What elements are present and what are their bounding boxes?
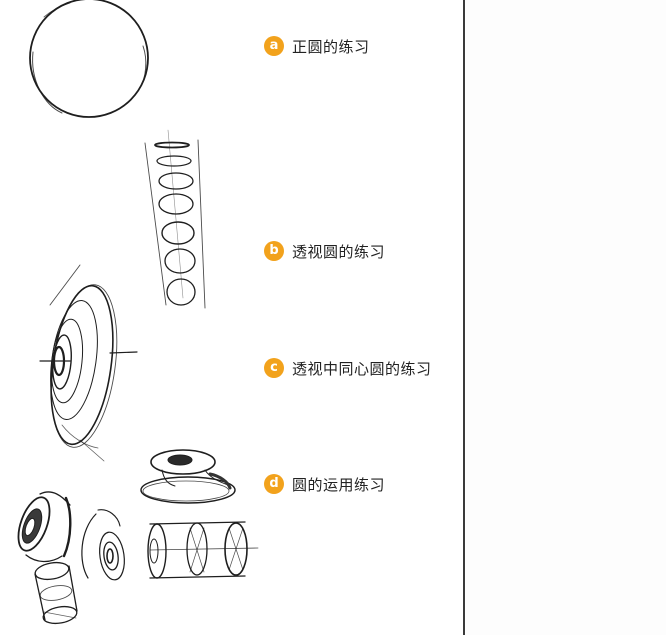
- blank-right-pane: [466, 0, 666, 635]
- sketch-b-ellipse-column: [144, 129, 206, 309]
- badge-d-icon: d: [264, 474, 284, 494]
- sketch-d-applied-objects: [17, 449, 259, 625]
- label-a: a 正圆的练习: [264, 34, 370, 58]
- label-b-text: 透视圆的练习: [292, 242, 386, 261]
- sketch-c-concentric-ellipses: [39, 264, 138, 462]
- vertical-divider: [463, 0, 465, 635]
- label-c-text: 透视中同心圆的练习: [292, 359, 432, 378]
- label-c: c 透视中同心圆的练习: [264, 356, 432, 380]
- label-a-text: 正圆的练习: [292, 37, 370, 56]
- sketch-drawings: [17, 0, 259, 625]
- label-d: d 圆的运用练习: [264, 472, 385, 496]
- sketch-a-circle: [29, 0, 149, 118]
- badge-a-icon: a: [264, 36, 284, 56]
- badge-b-icon: b: [264, 241, 284, 261]
- label-b: b 透视圆的练习: [264, 239, 385, 263]
- label-d-text: 圆的运用练习: [292, 475, 386, 494]
- badge-c-icon: c: [264, 358, 284, 378]
